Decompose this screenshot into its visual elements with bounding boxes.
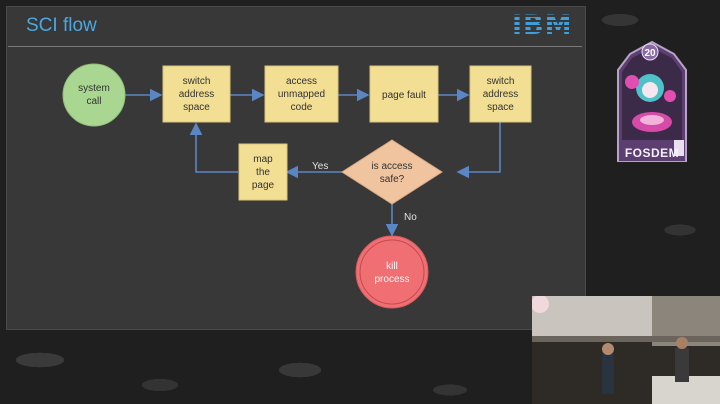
- video-frame: [532, 296, 720, 404]
- node-label: is access: [371, 161, 412, 172]
- node-label: space: [183, 102, 210, 113]
- speaker-video-inset: [532, 296, 720, 404]
- badge-number: 20: [644, 48, 656, 59]
- node-access-unmapped-code: access unmapped code: [264, 65, 339, 123]
- edge-label-yes: Yes: [312, 161, 328, 172]
- edge-switch2-to-decision: [456, 122, 501, 179]
- node-switch-address-space-2: switch address space: [469, 65, 532, 123]
- node-label: unmapped: [278, 89, 325, 100]
- node-system-call: system call: [62, 63, 126, 127]
- node-label: switch: [487, 76, 515, 87]
- edge-label-no: No: [404, 212, 417, 223]
- node-label: code: [291, 102, 313, 113]
- svg-text:page fault: page fault: [382, 90, 426, 101]
- badge-label: FOSDEM: [624, 146, 680, 160]
- node-label: page fault: [382, 90, 426, 101]
- node-label: access: [286, 76, 317, 87]
- slide-title: SCI flow: [26, 15, 97, 36]
- node-label: process: [374, 274, 409, 285]
- node-page-fault: page fault: [369, 65, 439, 123]
- flow-edges: [124, 88, 501, 237]
- node-label: address: [483, 89, 519, 100]
- ibm-logo: IBM: [512, 10, 573, 41]
- title-divider: [8, 46, 582, 47]
- node-label: safe?: [380, 174, 405, 185]
- node-label: space: [487, 102, 514, 113]
- node-label: system: [78, 83, 110, 94]
- node-label: page: [252, 180, 275, 191]
- node-decision-access-safe: is access safe?: [341, 139, 443, 205]
- node-switch-address-space-1: switch address space: [162, 65, 231, 123]
- node-label: address: [179, 89, 215, 100]
- node-label: switch: [183, 76, 211, 87]
- fosdem-badge-artwork: 20: [617, 40, 687, 162]
- node-label: the: [256, 167, 270, 178]
- node-kill-process: kill process: [355, 235, 429, 309]
- node-label: call: [86, 96, 101, 107]
- node-label: kill: [386, 261, 398, 272]
- node-label: map: [253, 154, 273, 165]
- node-map-the-page: map the page: [238, 143, 288, 201]
- edge-map-to-switch: [189, 122, 238, 173]
